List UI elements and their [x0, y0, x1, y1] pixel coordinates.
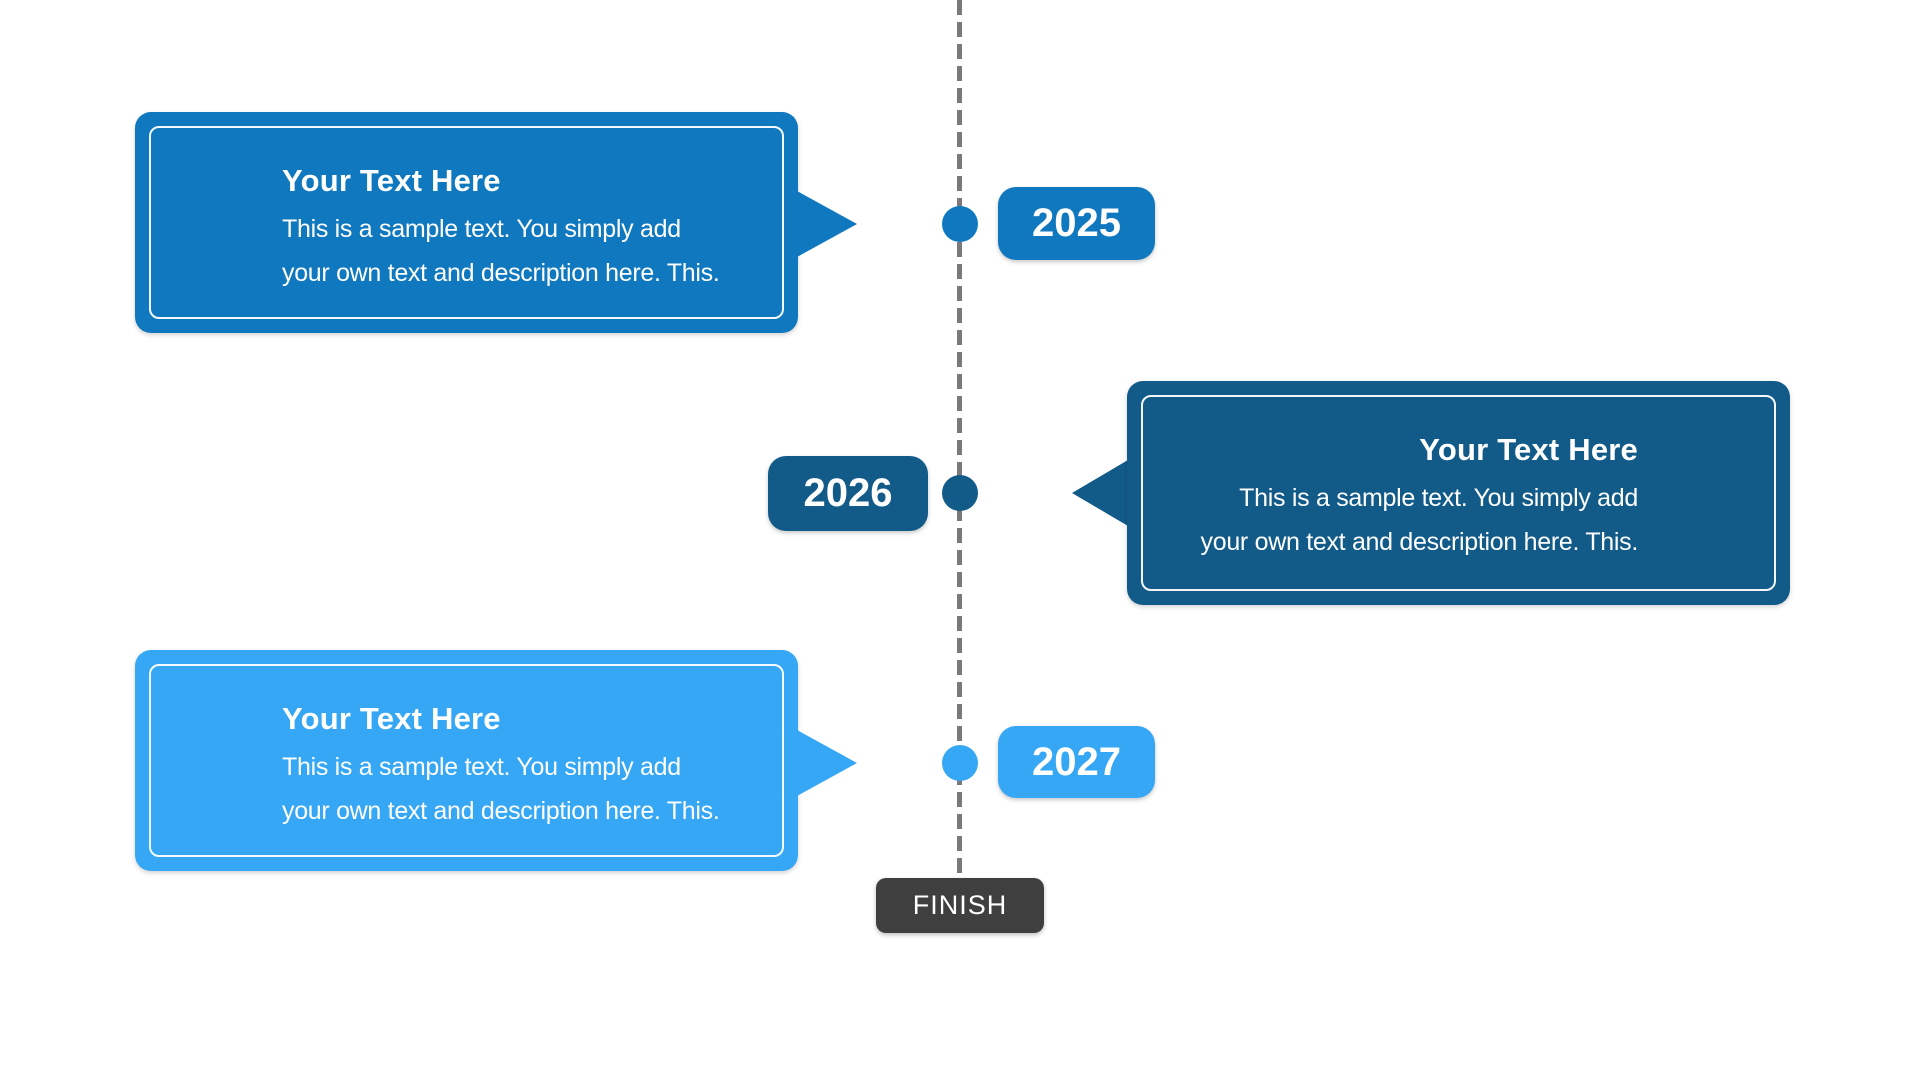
year-label: 2025	[1032, 201, 1121, 245]
event-title: Your Text Here	[282, 701, 501, 736]
finish-badge: FINISH	[876, 878, 1044, 933]
event-box-2027: Your Text Here This is a sample text. Yo…	[135, 650, 798, 871]
event-body-line1: This is a sample text. You simply add	[1239, 484, 1638, 512]
timeline-dot-2026	[942, 475, 978, 511]
event-body: This is a sample text. You simply add yo…	[282, 745, 738, 833]
year-badge-2026: 2026	[768, 456, 928, 531]
event-content-2025: Your Text Here This is a sample text. Yo…	[135, 112, 798, 333]
timeline-dot-2025	[942, 206, 978, 242]
finish-label: FINISH	[912, 890, 1008, 920]
event-content-2027: Your Text Here This is a sample text. Yo…	[135, 650, 798, 871]
event-body-line1: This is a sample text. You simply add	[282, 215, 681, 243]
connector-arrow-2025	[797, 191, 857, 257]
event-body-line2: your own text and description here. This…	[1200, 528, 1639, 556]
year-label: 2026	[803, 471, 893, 515]
year-badge-2027: 2027	[998, 726, 1155, 798]
connector-arrow-2027	[797, 730, 857, 796]
event-box-2026: Your Text Here This is a sample text. Yo…	[1127, 381, 1790, 605]
event-body: This is a sample text. You simply add yo…	[282, 207, 738, 295]
event-body-line2: your own text and description here. This…	[282, 797, 720, 825]
year-badge-2025: 2025	[998, 187, 1155, 260]
timeline-dot-2027	[942, 745, 978, 781]
event-content-2026: Your Text Here This is a sample text. Yo…	[1127, 381, 1790, 605]
event-title: Your Text Here	[1419, 432, 1638, 467]
event-body: This is a sample text. You simply add yo…	[1187, 476, 1639, 564]
event-title: Your Text Here	[282, 163, 501, 198]
event-body-line2: your own text and description here. This…	[282, 259, 720, 287]
event-body-line1: This is a sample text. You simply add	[282, 753, 681, 781]
timeline-dashed-line	[957, 0, 962, 905]
event-box-2025: Your Text Here This is a sample text. Yo…	[135, 112, 798, 333]
connector-arrow-2026	[1072, 460, 1128, 526]
year-label: 2027	[1032, 739, 1121, 784]
